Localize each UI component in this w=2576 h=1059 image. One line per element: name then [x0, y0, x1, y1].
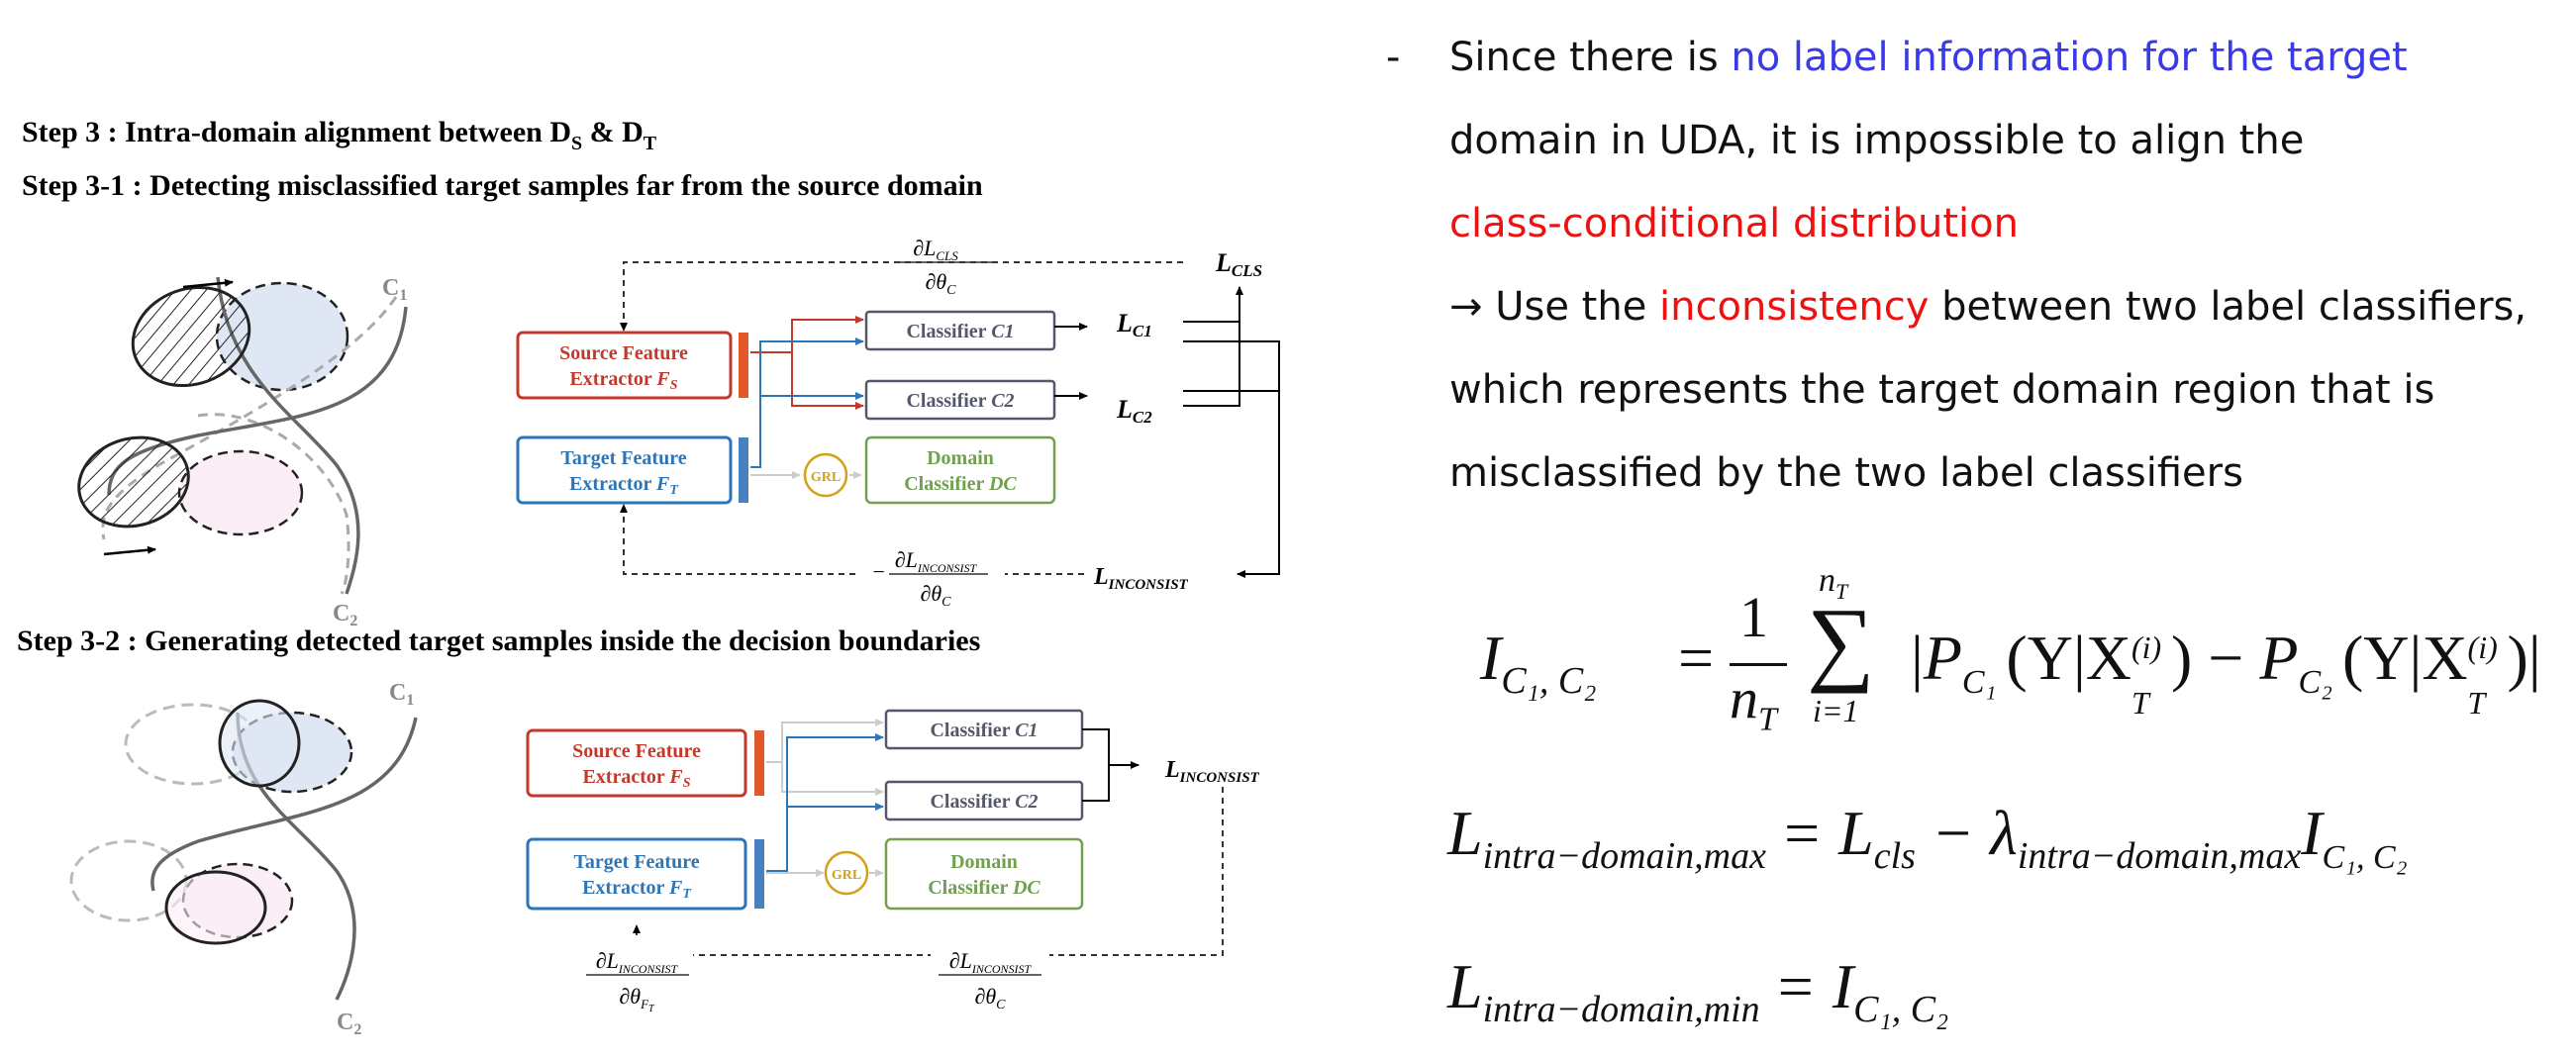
domain-cls-line1: Domain	[927, 447, 994, 469]
grl-label: GRL	[811, 470, 841, 485]
text-line-4c: between two label classifiers,	[1929, 284, 2527, 330]
grad-ft-denominator: ∂θFT	[619, 984, 655, 1014]
grad-inc-minus: −	[871, 559, 886, 584]
eq1-body: |PC₁(Y|X(i)T) − PC₂(Y|X(i)T)|	[1911, 623, 2541, 721]
step32-title: Step 3-2 : Generating detected target sa…	[17, 625, 980, 657]
target-fe-line1-2: Target Feature	[573, 851, 699, 873]
eq1-frac-num: 1	[1739, 585, 1768, 649]
classifier-c2-label: Classifier C2	[906, 390, 1014, 412]
target-feature-extractor-box	[516, 435, 733, 505]
loss-c2: LC2	[1116, 395, 1152, 427]
target-fe-line1: Target Feature	[560, 447, 686, 469]
domain-cls-line2: Classifier DC	[904, 473, 1017, 495]
step3-title: Step 3 : Intra-domain alignment between …	[22, 116, 657, 154]
grad-ft-numerator: ∂LINCONSIST	[596, 948, 679, 976]
text-line-1a: Since there is	[1449, 35, 1732, 80]
equation-inconsistency: IC₁, C₂ = 1 nT nT ∑ i=1 |PC₁(Y|X(i)T) − …	[1480, 562, 2541, 752]
eq2-rhs-i: I	[2301, 798, 2323, 868]
grad-c-denominator-32: ∂θC	[974, 984, 1006, 1012]
source-fe-line2: Extractor FS	[569, 368, 677, 393]
eq1-lhs: IC₁, C₂	[1480, 623, 1597, 702]
eq1-sum-top: nT	[1819, 562, 1848, 604]
domain-cls-line2-2: Classifier DC	[928, 877, 1040, 899]
eq1-equals: =	[1678, 623, 1715, 693]
step32-distribution-sketch: C1 C2	[69, 680, 418, 1038]
loss-inconsist-31: LINCONSIST	[1093, 564, 1189, 593]
source-feature-extractor-box	[516, 331, 733, 400]
eq1-sum-bottom: i=1	[1813, 693, 1859, 728]
classifier-c1-box	[864, 310, 1056, 351]
text-line-1b-highlight: no label information for the target	[1731, 35, 2408, 80]
target-fe-line2-2: Extractor FT	[582, 877, 692, 902]
grad-c-numerator-32: ∂LINCONSIST	[949, 948, 1033, 976]
domain-cls-line1-2: Domain	[950, 851, 1018, 873]
equation-intra-max: Lintra−domain,max= Lcls − λintra−domain,…	[1447, 797, 2408, 878]
eq2-rhs-i-sub: C₁, C₂	[2322, 838, 2408, 876]
text-line-1: Since there is no label information for …	[1449, 30, 2408, 85]
eq3-rhs: = I	[1773, 951, 1854, 1021]
boundary-c1-label-2: C1	[389, 680, 414, 709]
eq2-rhs-lcls: = L	[1779, 798, 1874, 868]
equation-intra-min: Lintra−domain,min = IC₁, C₂	[1447, 950, 1948, 1031]
classifier-c1-label: Classifier C1	[906, 321, 1014, 342]
boundary-c2-label: C2	[333, 601, 357, 629]
eq3-lhs-sub: intra−domain,min	[1482, 988, 1760, 1030]
grad-cls-denominator: ∂θC	[925, 269, 956, 298]
grad-inc-denominator: ∂θC	[920, 581, 951, 610]
method-diagram: Step 3 : Intra-domain alignment between …	[17, 116, 1280, 1038]
eq2-rhs-lcls-sub: cls	[1873, 834, 1916, 877]
text-line-4a: → Use the	[1449, 284, 1660, 330]
text-line-3-highlight: class-conditional distribution	[1449, 201, 2019, 246]
source-feature-extractor-box-2	[526, 728, 747, 798]
source-fe-line2-2: Extractor FS	[582, 766, 690, 791]
step31-architecture: ∂LCLS ∂θC Source Feature Extractor FS Ta…	[516, 236, 1280, 610]
eq1-sum-symbol: ∑	[1807, 588, 1875, 694]
step31-distribution-sketch: C1 C2	[77, 275, 408, 629]
eq2-rhs-lambda-sub: intra−domain,max	[2017, 834, 2302, 877]
classifier-c2-label-2: Classifier C2	[930, 791, 1038, 813]
classifier-c2-box	[864, 379, 1056, 421]
eq1-frac-den: nT	[1730, 666, 1777, 738]
source-fe-line1-2: Source Feature	[572, 740, 701, 762]
text-line-6: misclassified by the two label classifie…	[1449, 450, 2243, 496]
bullet-dash: -	[1386, 35, 1401, 80]
grad-cls-numerator: ∂LCLS	[913, 236, 958, 263]
eq2-rhs-lambda: − λ	[1915, 798, 2018, 868]
text-line-2: domain in UDA, it is impossible to align…	[1449, 118, 2305, 163]
text-line-4b-highlight: inconsistency	[1659, 284, 1930, 330]
target-feature-extractor-box-2	[526, 837, 747, 911]
boundary-c1-label: C1	[382, 275, 407, 304]
eq2-lhs: L	[1447, 798, 1483, 868]
domain-classifier-box	[864, 435, 1056, 505]
text-line-5: which represents the target domain regio…	[1449, 367, 2435, 413]
loss-c1: LC1	[1116, 309, 1152, 340]
loss-inconsist-32: LINCONSIST	[1164, 757, 1260, 786]
grl-label-2: GRL	[832, 868, 861, 883]
text-line-4: → Use the inconsistency between two labe…	[1449, 279, 2526, 335]
source-fe-line1: Source Feature	[559, 342, 688, 364]
eq3-lhs: L	[1447, 951, 1483, 1021]
boundary-c2-label-2: C2	[337, 1010, 361, 1038]
classifier-c1-label-2: Classifier C1	[930, 720, 1038, 741]
step32-architecture: Source Feature Extractor FS Target Featu…	[526, 709, 1260, 1014]
eq2-lhs-sub: intra−domain,max	[1482, 834, 1766, 877]
target-fe-line2: Extractor FT	[569, 473, 679, 498]
domain-classifier-box-2	[884, 837, 1084, 911]
loss-cls: LCLS	[1215, 248, 1262, 280]
step31-title: Step 3-1 : Detecting misclassified targe…	[22, 169, 983, 202]
eq3-rhs-sub: C₁, C₂	[1853, 988, 1949, 1030]
grad-inc-numerator: ∂LINCONSIST	[895, 547, 978, 575]
